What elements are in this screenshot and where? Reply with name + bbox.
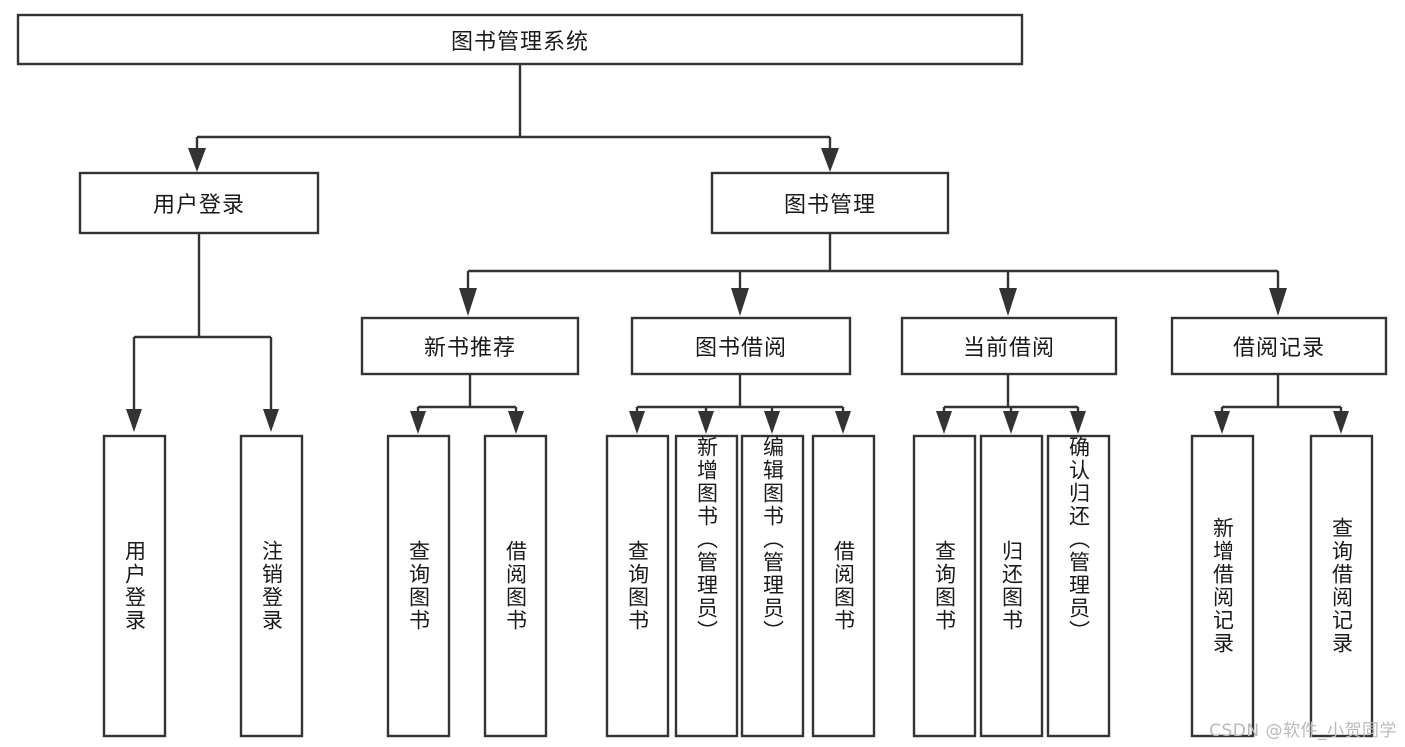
arrow-root-to-book-manage — [821, 148, 839, 172]
node-leaf-borrow-book-1-box[interactable] — [483, 434, 548, 738]
node-leaf-query-record-box[interactable] — [1309, 434, 1374, 738]
node-leaf-user-login-box[interactable] — [102, 434, 167, 738]
node-leaf-confirm-return-box[interactable] — [1046, 434, 1111, 738]
arrow-to-new-book-recommend — [459, 288, 477, 316]
arrow-cb-leaf-1 — [936, 411, 952, 434]
arrow-bb-leaf-1 — [629, 411, 645, 434]
node-leaf-logout-box[interactable] — [239, 434, 304, 738]
arrow-br-leaf-2 — [1333, 411, 1349, 434]
node-leaf-add-book-box[interactable] — [674, 434, 739, 738]
node-root-box[interactable] — [16, 13, 1024, 66]
arrow-nbr-leaf-2 — [508, 411, 524, 434]
arrow-bb-leaf-3 — [764, 411, 780, 434]
arrow-root-to-user-login — [188, 148, 206, 172]
node-leaf-borrow-book-2-box[interactable] — [811, 434, 876, 738]
node-borrow-record-box[interactable] — [1170, 316, 1388, 376]
csdn-watermark: CSDN @软件_小贺同学 — [1209, 721, 1397, 741]
arrow-to-book-borrow — [731, 288, 749, 316]
node-book-borrow-box[interactable] — [630, 316, 852, 376]
node-leaf-edit-book-box[interactable] — [740, 434, 805, 738]
node-book-manage-box[interactable] — [710, 171, 950, 235]
node-leaf-add-record-box[interactable] — [1190, 434, 1255, 738]
arrow-br-leaf-1 — [1214, 411, 1230, 434]
arrow-bb-leaf-2 — [698, 411, 714, 434]
arrow-to-borrow-record — [1269, 288, 1287, 316]
arrow-nbr-leaf-1 — [410, 411, 426, 434]
node-current-borrow-box[interactable] — [900, 316, 1118, 376]
arrow-user-login-leaf-2 — [263, 409, 279, 432]
node-leaf-query-book-2-box[interactable] — [605, 434, 670, 738]
node-user-login-box[interactable] — [78, 171, 320, 235]
arrow-bb-leaf-4 — [835, 411, 851, 434]
arrow-cb-leaf-3 — [1070, 411, 1086, 434]
arrow-cb-leaf-2 — [1003, 411, 1019, 434]
node-leaf-return-book-box[interactable] — [979, 434, 1044, 738]
arrow-user-login-leaf-1 — [126, 409, 142, 432]
node-leaf-query-book-3-box[interactable] — [912, 434, 977, 738]
node-new-book-recommend-box[interactable] — [360, 316, 580, 376]
node-leaf-query-book-1-box[interactable] — [386, 434, 451, 738]
arrow-to-current-borrow — [999, 288, 1017, 316]
